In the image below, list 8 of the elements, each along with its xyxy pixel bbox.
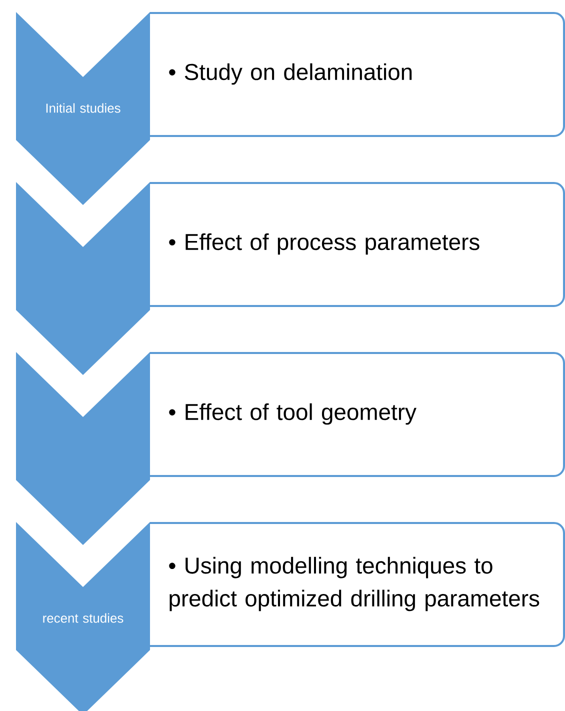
chevron-band: Initial studies xyxy=(16,12,150,205)
chevron-band xyxy=(16,182,150,375)
text-box: • Study on delamination xyxy=(150,12,565,137)
chevron-band: recent studies xyxy=(16,522,150,711)
text-box: • Effect of process parameters xyxy=(150,182,565,307)
text-box: • Using modelling techniques to predict optimized drilling parameters xyxy=(150,522,565,647)
text-box: • Effect of tool geometry xyxy=(150,352,565,477)
chevron-band xyxy=(16,352,150,545)
